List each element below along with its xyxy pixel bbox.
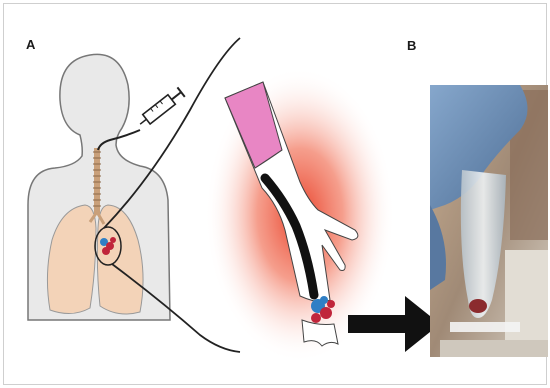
photo-sample-tube — [430, 85, 548, 357]
panel-label-b: B — [407, 38, 416, 53]
syringe-icon — [136, 87, 184, 128]
panel-label-a: A — [26, 37, 35, 52]
